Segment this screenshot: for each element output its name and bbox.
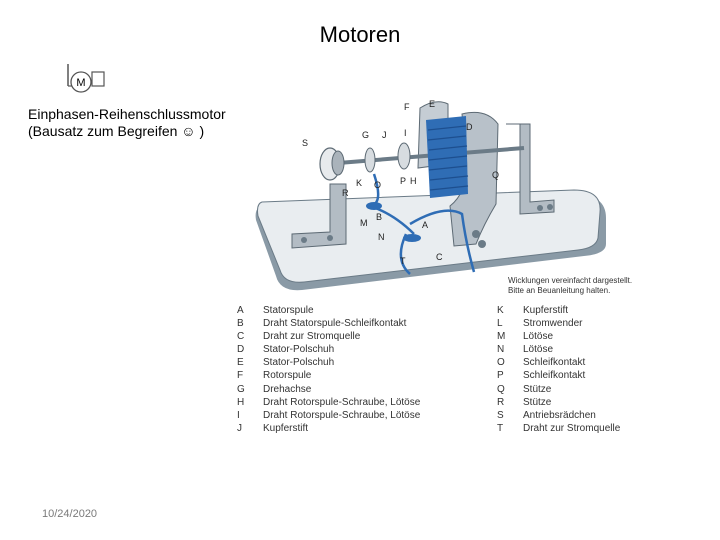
figure-note: Wicklungen vereinfacht dargestellt. Bitt… bbox=[508, 276, 632, 296]
callout-B: B bbox=[376, 212, 382, 222]
callout-G: G bbox=[362, 130, 369, 140]
callout-D: D bbox=[466, 122, 473, 132]
slide-date: 10/24/2020 bbox=[42, 508, 98, 520]
callout-M: M bbox=[360, 218, 368, 228]
caption-line-1: Einphasen-Reihenschlussmotor bbox=[28, 106, 226, 122]
callout-S: S bbox=[302, 138, 308, 148]
callout-J: J bbox=[382, 130, 387, 140]
callout-A: A bbox=[422, 220, 428, 230]
callout-R: R bbox=[342, 188, 349, 198]
callout-K: K bbox=[356, 178, 362, 188]
motor-symbol-icon: M bbox=[67, 64, 105, 93]
callout-I: I bbox=[404, 128, 407, 138]
callout-F: F bbox=[404, 102, 410, 112]
callout-P: P bbox=[400, 176, 406, 186]
callout-N: N bbox=[378, 232, 385, 242]
figure-note-line-1: Wicklungen vereinfacht dargestellt. bbox=[508, 276, 633, 285]
motor-symbol-letter: M bbox=[76, 77, 85, 89]
callout-H: H bbox=[410, 176, 417, 186]
caption-line-2: (Bausatz zum Begreifen ☺ ) bbox=[28, 123, 205, 139]
callout-C: C bbox=[436, 252, 443, 262]
callout-T: T bbox=[400, 256, 406, 266]
caption: Einphasen-Reihenschlussmotor (Bausatz zu… bbox=[28, 106, 226, 140]
figure-note-line-2: Bitte an Beuanleitung halten. bbox=[508, 286, 611, 295]
motor-illustration: F E D S G J I K O P H R Q B M A N C T bbox=[255, 99, 606, 291]
callout-O: O bbox=[374, 180, 381, 190]
slide-title: Motoren bbox=[319, 22, 401, 47]
callout-Q: Q bbox=[492, 170, 499, 180]
callout-E: E bbox=[429, 99, 435, 109]
